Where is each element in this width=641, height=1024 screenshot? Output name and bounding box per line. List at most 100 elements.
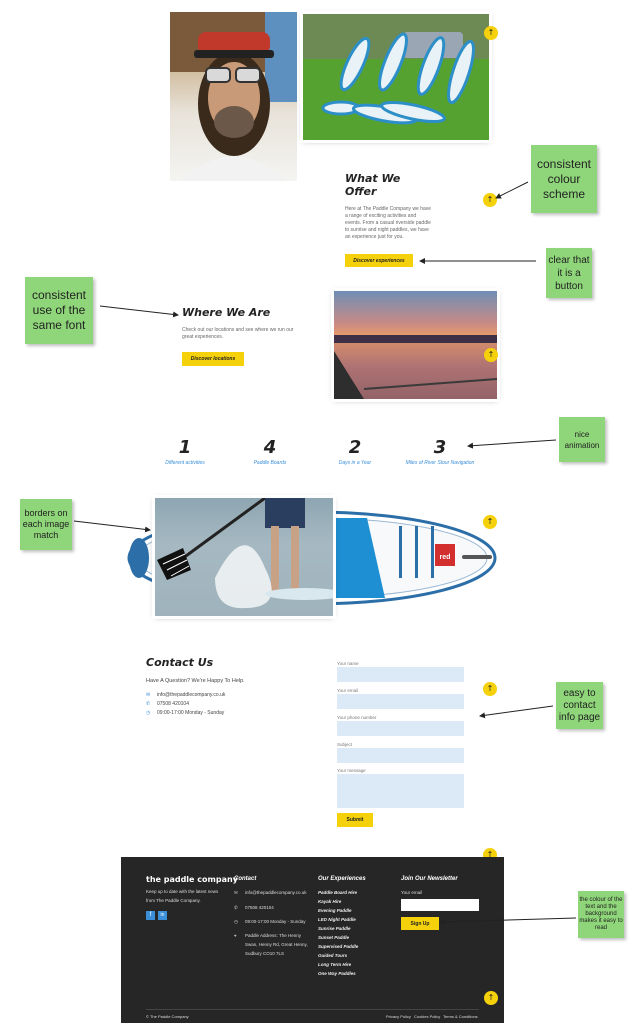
arrow-up-icon: ↑ [486,517,494,526]
note-readability: the colour of the text and the backgroun… [578,891,624,938]
newsletter-title: Join Our Newsletter [401,876,458,882]
site-footer: the paddle company Keep up to date with … [121,857,504,1023]
clock-icon: ◷ [146,710,151,716]
arrow-up-icon: ↑ [486,684,494,693]
note-clear-button: clear that it is a button [546,248,592,298]
signup-button[interactable]: Sign Up [401,917,439,930]
phone-input[interactable] [337,721,464,736]
arrow-colour-scheme [495,181,529,199]
message-label: Your message [337,768,366,773]
splash-illustration [157,498,333,609]
mail-icon: ✉ [234,890,238,895]
email-icon: ✉ [146,692,151,698]
discover-locations-button[interactable]: Discover locations [182,352,244,366]
footer-contact-title: Contact [234,876,257,882]
note-colour-scheme: consistent colour scheme [531,145,597,213]
phone-icon: ✆ [234,905,238,910]
where-title: Where We Are [182,306,271,319]
stat-number-1: 1 [178,437,192,458]
experience-link[interactable]: One Way Paddles [318,971,356,976]
experience-link[interactable]: Supervised Paddle [318,944,359,949]
founder-illustration [170,12,297,181]
stat-number-3: 2 [348,437,362,458]
arrow-up-icon: ↑ [486,195,494,204]
scroll-top-button-2[interactable]: ↑ [483,193,497,207]
discover-experiences-button[interactable]: Discover experiences [345,254,413,267]
name-label: Your name [337,661,359,666]
contact-hours: 09:00-17:00 Monday - Sunday [157,710,225,716]
footer-contact-hours: 09:00-17:00 Monday - Sunday [245,919,306,924]
phone-icon: ✆ [146,701,151,707]
experience-link[interactable]: Kayak Hire [318,899,342,904]
note-contact: easy to contact info page [556,682,603,729]
facebook-icon[interactable]: f [146,911,155,920]
experience-link[interactable]: LED Night Paddle [318,917,356,922]
location-pin-icon: ⌖ [234,933,237,938]
arrow-up-icon: ↑ [487,350,495,359]
stat-label-1: Different activities [165,460,205,466]
experience-link[interactable]: Sunrise Paddle [318,926,351,931]
contact-title: Contact Us [146,656,214,669]
contact-subtitle: Have A Question? We're Happy To Help. [146,678,245,684]
scroll-top-button-4[interactable]: ↑ [483,515,497,529]
stat-number-2: 4 [263,437,277,458]
contact-phone[interactable]: 07508 420104 [157,701,189,707]
footer-contact-address: Paddle Address: The Henny Swan, Henny Rd… [245,933,308,956]
scroll-top-button-7[interactable]: ↑ [484,991,498,1005]
terms-link[interactable]: Terms & Conditions [443,1014,478,1019]
sunset-illustration [334,335,497,399]
message-textarea[interactable] [337,774,464,808]
name-input[interactable] [337,667,464,682]
footer-contact-email[interactable]: info@thepaddlecompany.co.uk [245,890,307,895]
founder-photo [170,12,297,181]
email-input[interactable] [337,694,464,709]
newsletter-email-input[interactable] [401,899,479,911]
note-borders: borders on each image match [20,499,72,550]
footer-experiences-title: Our Experiences [318,876,366,882]
submit-button[interactable]: Submit [337,813,373,827]
copyright: © The Paddle Company [146,1014,189,1019]
experience-link[interactable]: Guided Tours [318,953,348,958]
sunset-river-photo [334,291,497,399]
email-label: Your email [337,688,359,693]
stat-label-3: Days in a Year [338,460,372,466]
stat-number-4: 3 [433,437,447,458]
privacy-policy-link[interactable]: Privacy Policy [386,1014,411,1019]
board-brand-logo: red [440,554,451,561]
paddleboards-illustration [303,14,489,140]
newsletter-email-label: Your email [401,890,423,895]
arrow-up-icon: ↑ [486,850,494,859]
paddleboards-photo [303,14,489,140]
subject-label: Subject [337,742,353,747]
stat-label-2: Paddle Boards [253,460,287,466]
arrow-up-icon: ↑ [487,993,495,1002]
clock-icon: ◷ [234,919,238,924]
scroll-top-button-5[interactable]: ↑ [483,682,497,696]
subject-input[interactable] [337,748,464,763]
stat-label-4: Miles of River Stour Navigation [405,460,475,466]
experience-link[interactable]: Sunset Paddle [318,935,350,940]
experience-link[interactable]: Long Term Hire [318,962,352,967]
experience-link[interactable]: Evening Paddle [318,908,352,913]
arrow-up-icon: ↑ [487,28,495,37]
footer-contact-phone[interactable]: 07508 420104 [245,905,274,910]
footer-tagline: Keep up to date with the latest news fro… [146,889,219,903]
arrow-same-font [99,305,179,318]
linkedin-icon[interactable]: in [158,911,167,920]
scroll-top-button-3[interactable]: ↑ [484,348,498,362]
arrow-contact [479,705,554,719]
offer-title: What We Offer [345,172,401,198]
where-text: Check out our locations and see where we… [182,327,294,340]
note-animation: nice animation [559,417,605,462]
paddle-splash-photo [155,498,333,616]
phone-label: Your phone number [337,715,377,720]
offer-text: Here at The Paddle Company we have a ran… [345,206,432,240]
experience-link[interactable]: Paddle Board Hire [318,890,358,895]
arrow-animation [467,439,557,449]
footer-brand-logo[interactable]: the paddle company [146,875,238,884]
footer-divider [146,1009,479,1010]
note-same-font: consistent use of the same font [25,277,93,344]
scroll-top-button-1[interactable]: ↑ [484,26,498,40]
contact-email[interactable]: info@thepaddlecompany.co.uk [157,692,226,698]
cookies-policy-link[interactable]: Cookies Policy [414,1014,441,1019]
